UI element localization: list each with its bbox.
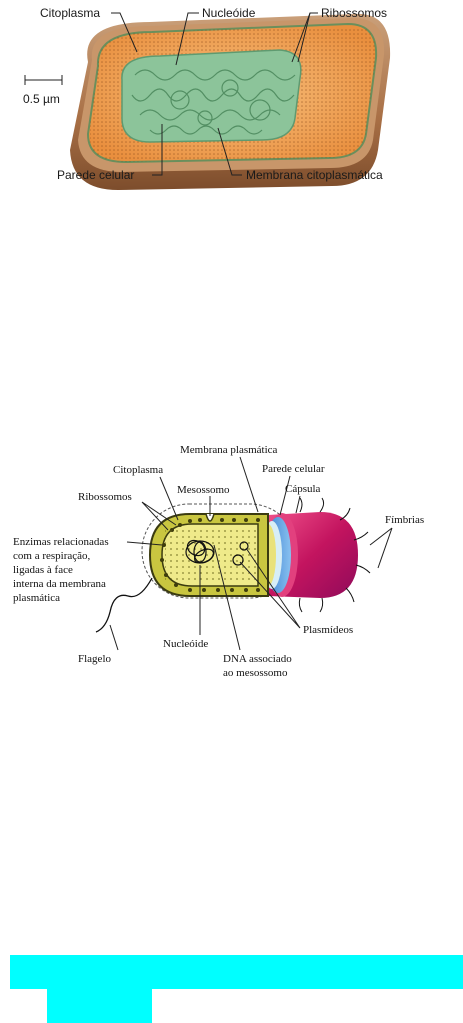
label-citoplasma-bottom: Citoplasma xyxy=(113,464,163,476)
plasmid xyxy=(239,541,249,551)
label-enzimas-line-2: com a respiração, xyxy=(13,550,91,562)
highlight-bar-small xyxy=(47,989,152,1023)
label-parede-celular-top: Parede celular xyxy=(57,168,134,182)
label-dna-line-2: ao mesossomo xyxy=(223,667,288,679)
label-enzimas-line-1: Enzimas relacionadas xyxy=(13,536,109,548)
label-citoplasma-top: Citoplasma xyxy=(40,6,100,20)
label-dna-line-1: DNA associado xyxy=(223,653,292,665)
label-capsula: Cápsula xyxy=(285,483,321,495)
label-fimbrias: Fímbrias xyxy=(385,514,424,526)
label-mesossomo: Mesossomo xyxy=(177,484,230,496)
label-ribossomos-top: Ribossomos xyxy=(321,6,387,20)
scale-label: 0.5 µm xyxy=(23,92,60,106)
label-enzimas-line-3: ligadas à face xyxy=(13,564,73,576)
top-labels: Citoplasma Nucleóide Ribossomos 0.5 µm P… xyxy=(23,6,387,182)
label-membrana-plasmatica: Membrana plasmática xyxy=(180,444,278,456)
fimbriae xyxy=(298,497,371,613)
label-membrana-citoplasmatica: Membrana citoplasmática xyxy=(246,168,383,182)
label-enzimas-line-4: interna da membrana xyxy=(13,578,106,590)
bottom-labels: Membrana plasmática Citoplasma Parede ce… xyxy=(13,444,424,679)
label-parede-celular-bottom: Parede celular xyxy=(262,463,325,475)
label-enzimas-line-5: plasmática xyxy=(13,592,60,604)
label-flagelo: Flagelo xyxy=(78,653,111,665)
bottom-bacterium-figure xyxy=(95,497,371,633)
label-enzimas-block: Enzimas relacionadas com a respiração, l… xyxy=(13,536,109,604)
top-bacterium-figure xyxy=(70,13,391,190)
label-ribossomos-bottom: Ribossomos xyxy=(78,491,132,503)
nucleoid-dna xyxy=(185,539,215,564)
label-nucleoide-top: Nucleóide xyxy=(202,6,256,20)
label-plasmideos: Plasmídeos xyxy=(303,624,353,636)
label-nucleoide-bottom: Nucleóide xyxy=(163,638,208,650)
flagellum xyxy=(95,577,153,633)
highlight-bar xyxy=(10,955,463,989)
capsule-outline xyxy=(141,503,298,599)
scale-bar: 0.5 µm xyxy=(23,75,63,106)
plasmid xyxy=(232,554,244,566)
